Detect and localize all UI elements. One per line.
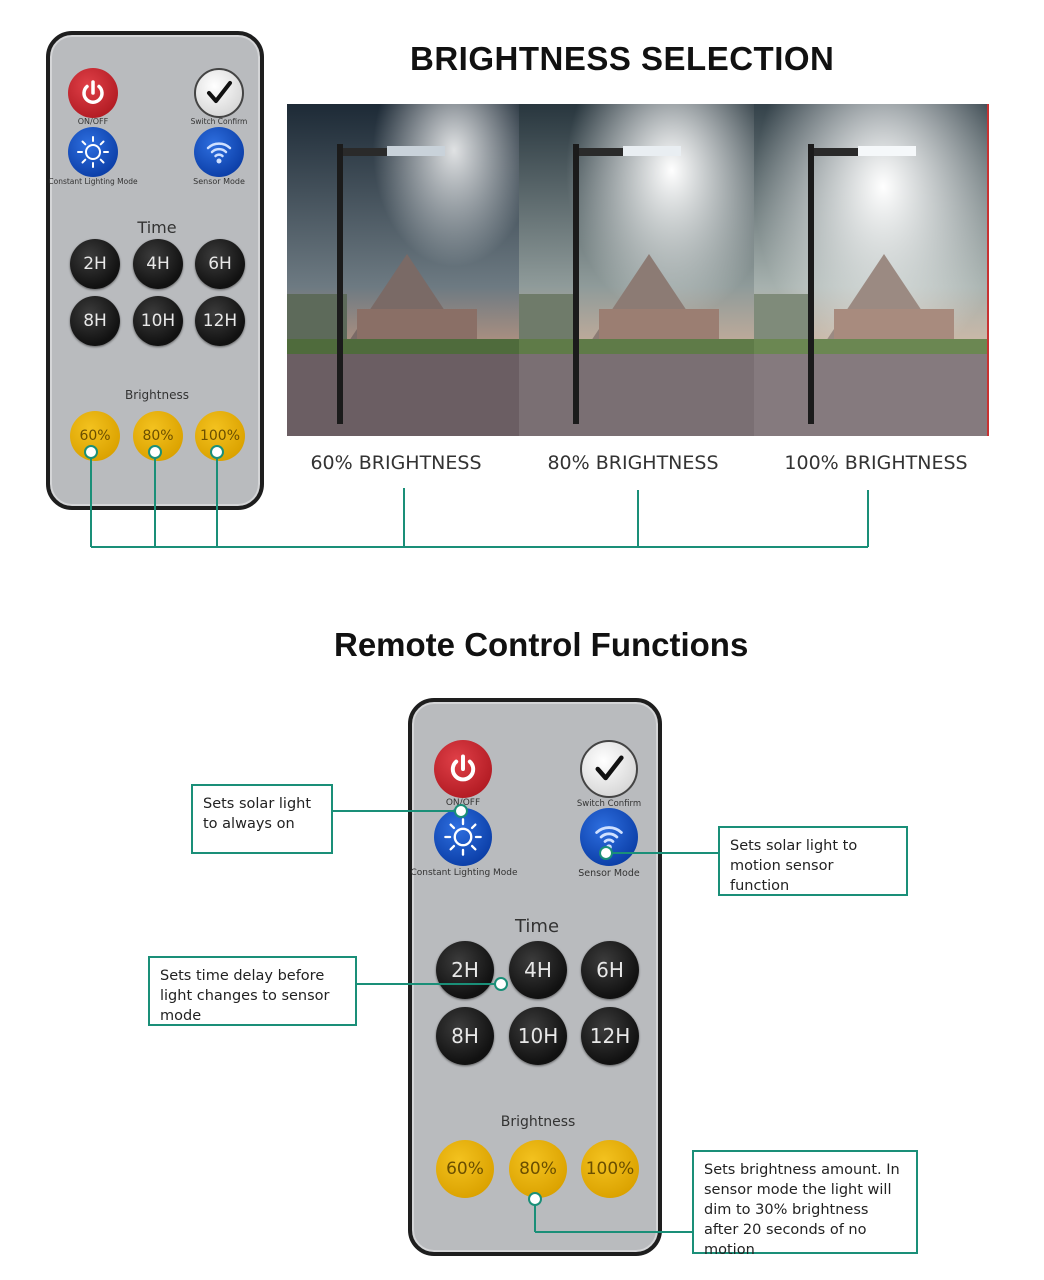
brightness-60-button[interactable]: 60% <box>436 1140 494 1198</box>
time-2h-button[interactable]: 2H <box>436 941 494 999</box>
callout-time-delay: Sets time delay before light changes to … <box>148 956 357 1026</box>
constant-mode-button[interactable] <box>68 127 118 177</box>
constant-mode-label: Constant Lighting Mode <box>410 868 518 878</box>
time-2h-button[interactable]: 2H <box>70 239 120 289</box>
photo-100-brightness <box>754 104 989 436</box>
remote-large: ON/OFF Switch Confirm Constant Lighting … <box>408 698 662 1256</box>
time-8h-button[interactable]: 8H <box>70 296 120 346</box>
photo-60-brightness <box>287 104 519 436</box>
brightness-label: Brightness <box>500 1114 576 1130</box>
time-6h-button[interactable]: 6H <box>581 941 639 999</box>
power-icon <box>450 754 476 782</box>
time-12h-button[interactable]: 12H <box>581 1007 639 1065</box>
switch-confirm-button[interactable] <box>194 68 244 118</box>
caption-100: 100% BRIGHTNESS <box>784 452 968 474</box>
wifi-sensor-icon <box>206 142 232 164</box>
time-4h-button[interactable]: 4H <box>509 941 567 999</box>
time-label: Time <box>514 916 560 937</box>
time-10h-button[interactable]: 10H <box>509 1007 567 1065</box>
brightness-80-button[interactable]: 80% <box>133 411 183 461</box>
caption-60: 60% BRIGHTNESS <box>310 452 482 474</box>
time-8h-button[interactable]: 8H <box>436 1007 494 1065</box>
brightness-label: Brightness <box>125 388 189 402</box>
sun-icon <box>77 136 109 168</box>
on-off-label: ON/OFF <box>445 798 481 808</box>
caption-80: 80% BRIGHTNESS <box>547 452 719 474</box>
brightness-title: BRIGHTNESS SELECTION <box>410 40 835 77</box>
brightness-80-button[interactable]: 80% <box>509 1140 567 1198</box>
wifi-sensor-icon <box>595 826 623 850</box>
callout-motion-sensor: Sets solar light to motion sensor functi… <box>718 826 908 896</box>
time-4h-button[interactable]: 4H <box>133 239 183 289</box>
switch-confirm-label: Switch Confirm <box>190 117 248 126</box>
constant-mode-button[interactable] <box>434 808 492 866</box>
functions-title: Remote Control Functions <box>334 626 749 663</box>
time-12h-button[interactable]: 12H <box>195 296 245 346</box>
brightness-60-button[interactable]: 60% <box>70 411 120 461</box>
switch-confirm-label: Switch Confirm <box>576 799 642 809</box>
power-icon <box>82 80 104 104</box>
sun-icon <box>444 818 482 856</box>
callout-brightness: Sets brightness amount. In sensor mode t… <box>692 1150 918 1258</box>
photo-80-brightness <box>519 104 754 436</box>
remote-small: ON/OFF Switch Confirm Constant Lighting … <box>46 31 264 510</box>
brightness-100-button[interactable]: 100% <box>581 1140 639 1198</box>
time-label: Time <box>137 218 177 237</box>
on-off-button[interactable] <box>68 68 118 118</box>
check-icon <box>207 81 232 103</box>
brightness-100-button[interactable]: 100% <box>195 411 245 461</box>
sensor-mode-button[interactable] <box>580 808 638 866</box>
switch-confirm-button[interactable] <box>580 740 638 798</box>
check-icon <box>595 755 624 781</box>
constant-mode-label: Constant Lighting Mode <box>48 177 138 186</box>
time-10h-button[interactable]: 10H <box>133 296 183 346</box>
sensor-mode-label: Sensor Mode <box>578 868 640 879</box>
time-6h-button[interactable]: 6H <box>195 239 245 289</box>
on-off-label: ON/OFF <box>77 117 109 126</box>
sensor-mode-button[interactable] <box>194 127 244 177</box>
callout-always-on: Sets solar light to always on <box>191 784 333 854</box>
on-off-button[interactable] <box>434 740 492 798</box>
sensor-mode-label: Sensor Mode <box>193 177 245 186</box>
